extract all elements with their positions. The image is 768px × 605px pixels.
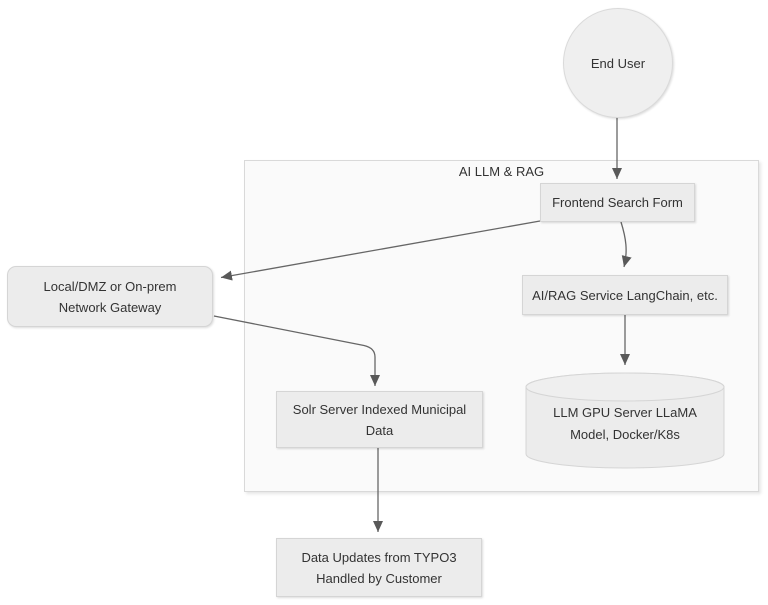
llm-label-line2: Model, Docker/K8s bbox=[570, 427, 680, 442]
gateway-label-line1: Local/DMZ or On-prem bbox=[43, 278, 177, 294]
container-title: AI LLM & RAG bbox=[458, 164, 545, 179]
node-solr-server: Solr Server Indexed Municipal Data bbox=[276, 391, 483, 448]
node-airag-service: AI/RAG Service LangChain, etc. bbox=[522, 275, 728, 315]
solr-label-line2: Data bbox=[365, 422, 394, 438]
node-typo3-updates: Data Updates from TYPO3 Handled by Custo… bbox=[276, 538, 482, 597]
node-end-user: End User bbox=[563, 8, 673, 118]
typo3-label-line2: Handled by Customer bbox=[316, 570, 442, 586]
airag-label: AI/RAG Service LangChain, etc. bbox=[532, 287, 718, 303]
node-network-gateway: Local/DMZ or On-prem Network Gateway bbox=[7, 266, 213, 327]
llm-label: LLM GPU Server LLaMA Model, Docker/K8s bbox=[525, 402, 725, 446]
solr-label-line1: Solr Server Indexed Municipal bbox=[292, 401, 467, 417]
node-frontend-search-form: Frontend Search Form bbox=[540, 183, 695, 222]
database-cylinder-icon bbox=[525, 372, 725, 469]
end-user-label: End User bbox=[590, 55, 646, 71]
typo3-label-line1: Data Updates from TYPO3 bbox=[301, 549, 457, 565]
llm-label-line1: LLM GPU Server LLaMA bbox=[553, 405, 697, 420]
node-llm-gpu-server: LLM GPU Server LLaMA Model, Docker/K8s bbox=[525, 372, 725, 469]
frontend-label: Frontend Search Form bbox=[552, 195, 683, 210]
gateway-label-line2: Network Gateway bbox=[58, 299, 162, 315]
